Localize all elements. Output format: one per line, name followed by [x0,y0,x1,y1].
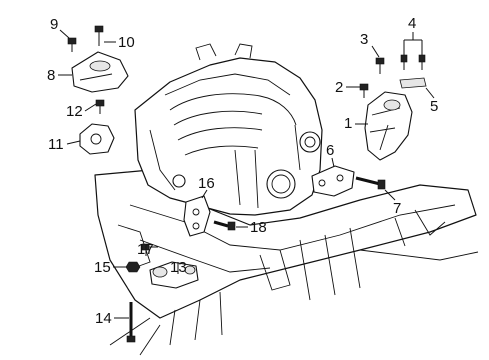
callout-18: 18 [250,219,267,236]
callout-5: 5 [430,98,438,115]
callout-4: 4 [408,15,416,32]
part-14-bolt [126,302,136,343]
callout-1: 1 [344,115,352,132]
part-12-bolt [95,99,105,114]
callout-6: 6 [326,142,334,159]
callout-10: 10 [118,34,135,51]
part-1-mount [364,91,413,161]
part-4-studs [400,54,426,70]
part-10-bolt [94,25,104,46]
callout-7: 7 [393,200,401,217]
callout-8: 8 [47,67,55,84]
part-9-bolt [67,37,77,52]
callout-3: 3 [360,31,368,48]
part-13-mount [149,261,199,289]
engine-block [134,43,323,216]
callout-12: 12 [66,103,83,120]
part-15-nut [125,261,141,273]
callout-2: 2 [335,79,343,96]
callout-14: 14 [95,310,112,327]
callouts: 1 2 3 4 5 6 7 8 9 10 11 12 13 [47,15,438,327]
part-11-mount [79,123,115,155]
part-7-bolt [355,176,386,190]
part-16-bracket [183,195,211,237]
part-6-bracket [311,165,355,197]
callout-15: 15 [94,259,111,276]
callout-16: 16 [198,175,215,192]
part-2-bolt [359,83,369,98]
part-18-bolt [213,220,236,231]
part-5-plate [399,77,427,89]
part-8-bracket [71,51,129,93]
callout-11: 11 [48,136,64,153]
callout-9: 9 [50,16,58,33]
callout-17: 17 [137,241,154,258]
part-3-bolt [375,57,385,74]
